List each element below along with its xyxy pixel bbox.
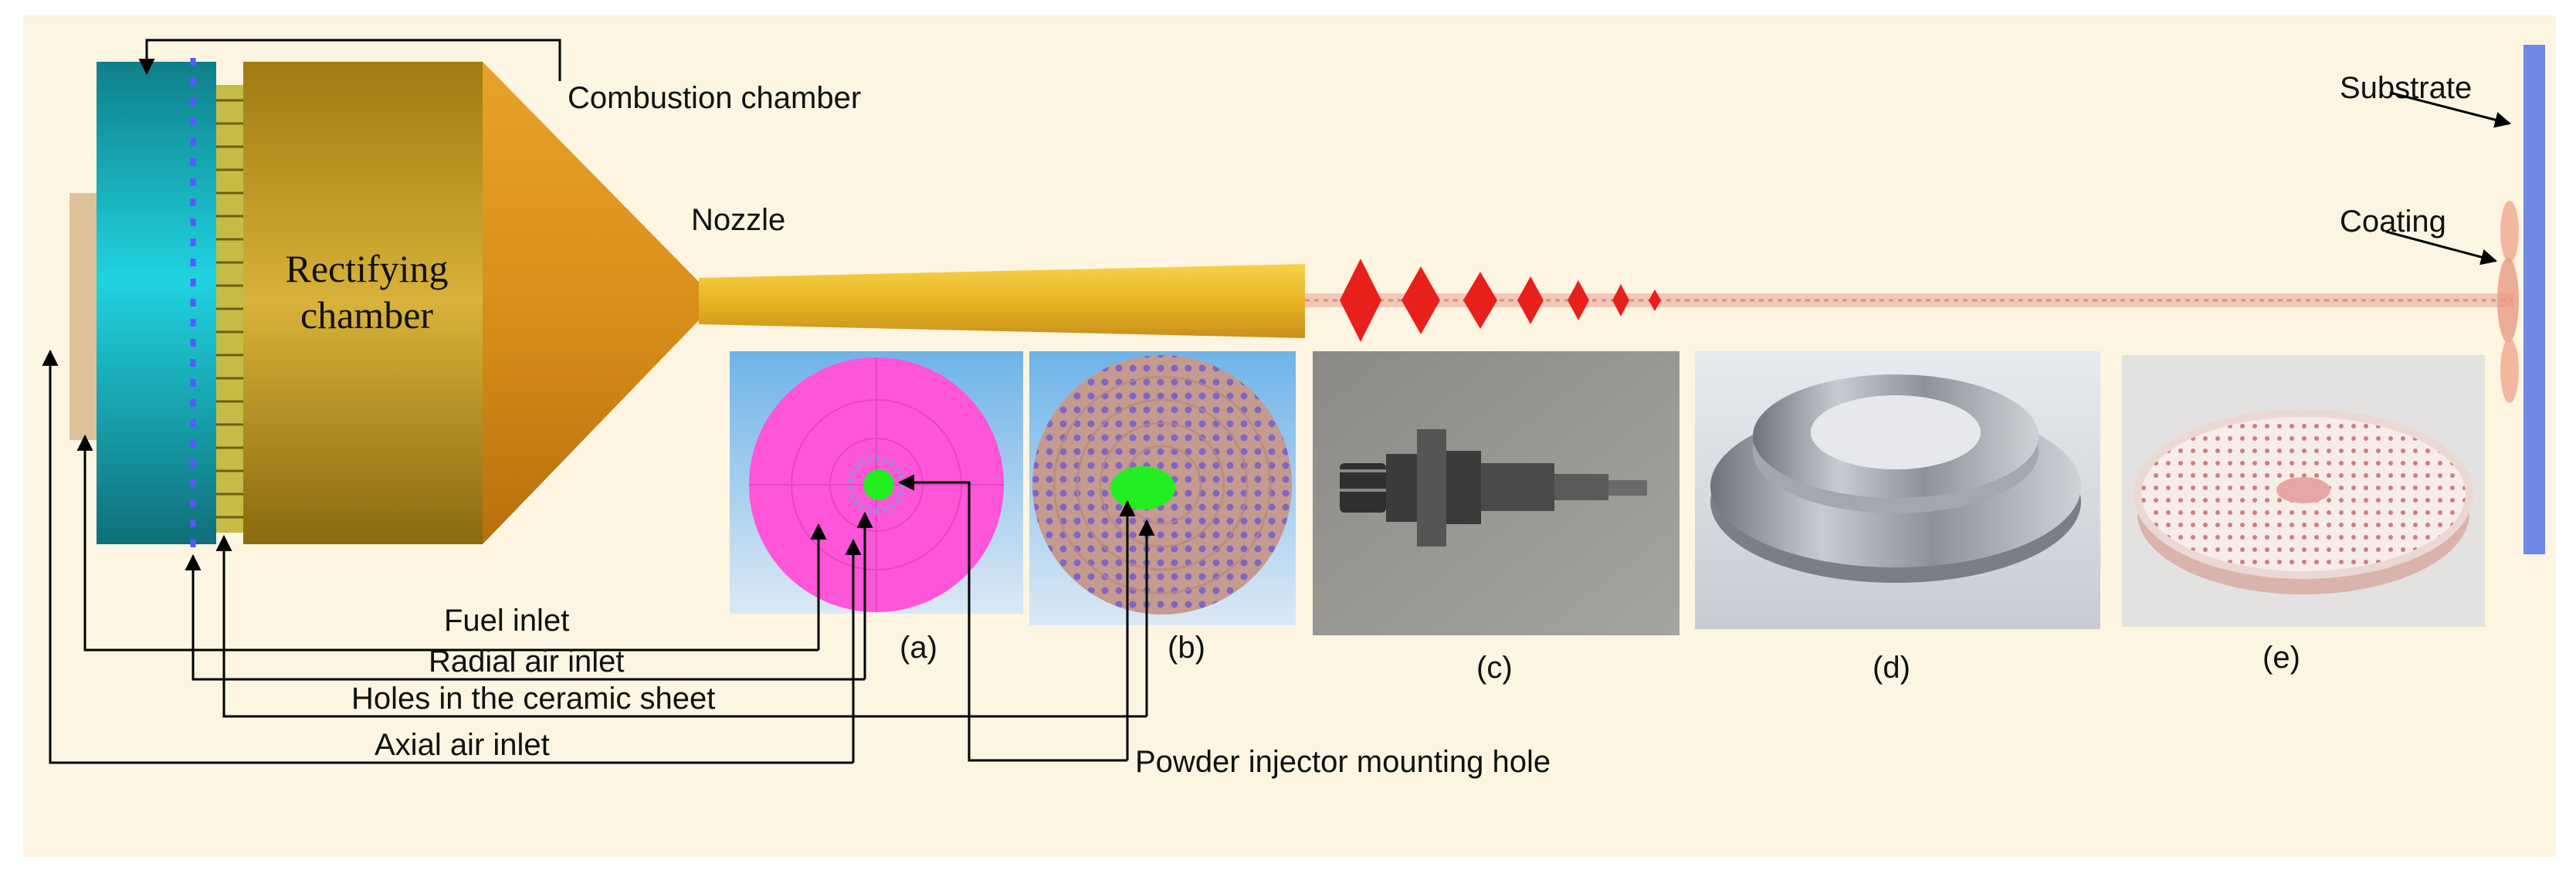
rectifying-chamber	[243, 62, 483, 544]
shock-diamond	[1340, 259, 1381, 342]
panel-a	[730, 351, 1023, 614]
rectifying-label-line1: Rectifying	[285, 247, 448, 290]
combustion-chamber-label: Combustion chamber	[568, 81, 861, 115]
substrate-arrow	[2389, 91, 2512, 128]
panel-c	[1313, 351, 1679, 635]
shock-diamond	[1517, 276, 1544, 324]
panel-b	[1029, 351, 1296, 625]
shock-diamond	[1649, 289, 1661, 311]
rectifying-label-line2: chamber	[300, 293, 433, 337]
holes-ceramic-label: Holes in the ceramic sheet	[351, 682, 715, 716]
shock-diamond	[1568, 280, 1589, 320]
substrate-label: Substrate	[2340, 71, 2472, 105]
particle-jet	[1305, 259, 2513, 342]
injector-hole-a	[863, 469, 894, 500]
axial-air-inlet-label: Axial air inlet	[375, 728, 550, 762]
fuel-inlet-label: Fuel inlet	[444, 604, 569, 638]
radial-air-inlet-label: Radial air inlet	[429, 645, 624, 679]
combustion-chamber-leader	[138, 39, 561, 81]
shock-diamond	[1402, 266, 1440, 334]
shock-diamond	[1612, 284, 1629, 317]
panel-d-caption: (d)	[1873, 651, 1910, 685]
shock-diamond	[1463, 272, 1497, 329]
panel-e	[2122, 355, 2485, 627]
panel-d	[1695, 351, 2100, 629]
inlet-block	[69, 58, 216, 552]
powder-injector-label: Powder injector mounting hole	[1135, 745, 1551, 779]
barrel	[699, 264, 1305, 338]
nozzle-label: Nozzle	[691, 203, 785, 237]
injector-hole-b	[1110, 466, 1175, 509]
panel-b-caption: (b)	[1168, 631, 1205, 665]
leader-lines	[42, 349, 1155, 764]
panel-c-caption: (c)	[1476, 651, 1513, 685]
coating-layer	[2497, 201, 2519, 403]
panel-e-caption: (e)	[2262, 641, 2300, 675]
substrate-plate	[2523, 45, 2545, 554]
coating-arrow	[2385, 230, 2498, 266]
ceramic-sheet	[216, 85, 243, 533]
panel-a-caption: (a)	[900, 631, 937, 665]
nozzle-cone	[483, 62, 699, 544]
